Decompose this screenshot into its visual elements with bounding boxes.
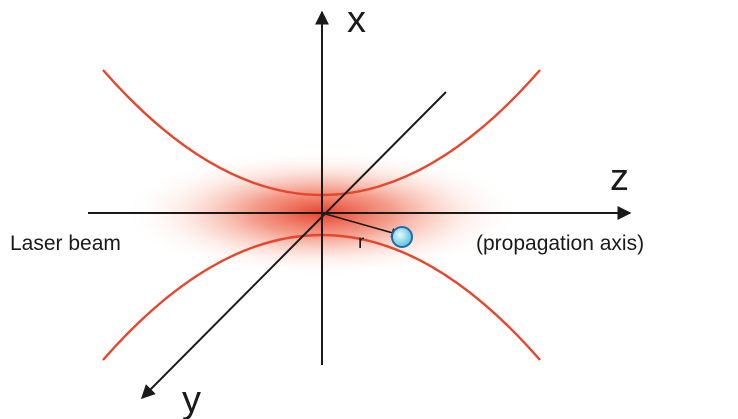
laser-beam-label: Laser beam [10,232,121,255]
propagation-axis-label: (propagation axis) [476,232,644,255]
x-axis-label: x [347,0,366,41]
y-axis-label: y [182,379,201,419]
radius-vector [321,212,401,238]
y-axis-line [141,91,447,399]
particle-sphere [391,226,413,248]
z-axis-label: z [610,157,629,199]
radius-label: r [358,232,365,253]
